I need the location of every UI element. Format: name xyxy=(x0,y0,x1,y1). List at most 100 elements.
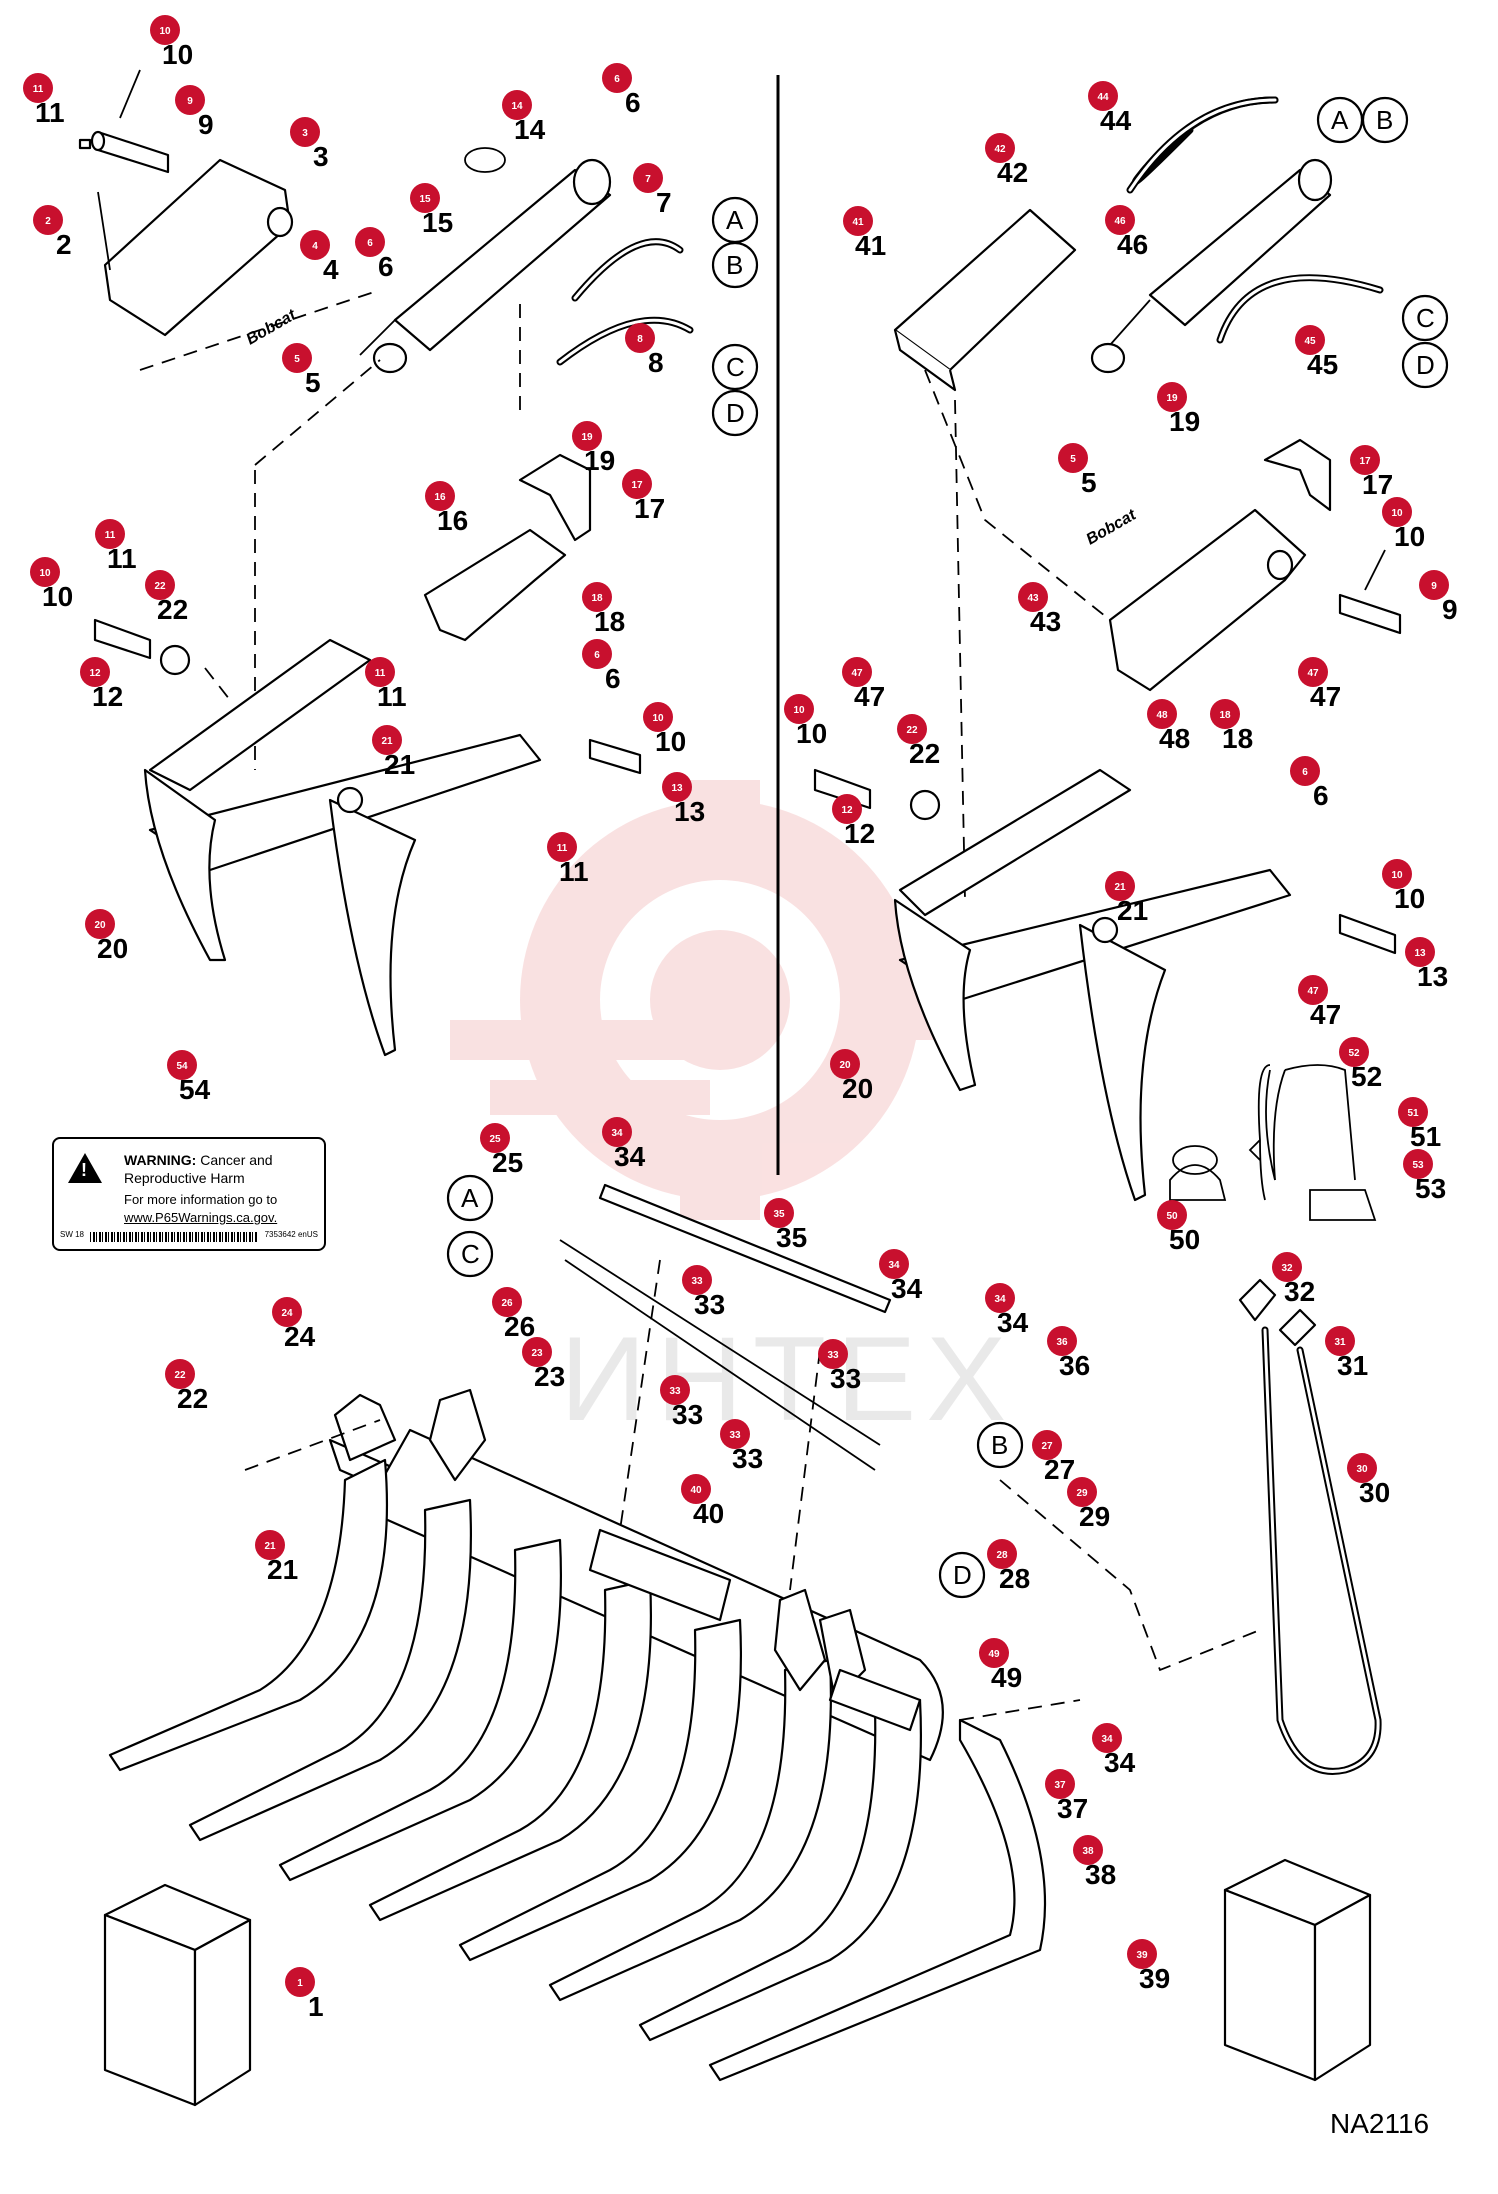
bracket-17-left xyxy=(518,453,592,542)
callout-disc-11 xyxy=(547,832,577,862)
callout-label-9: 9 xyxy=(1442,594,1458,625)
warning-triangle-icon xyxy=(68,1153,102,1183)
callout-number-22: 22 xyxy=(154,581,166,592)
warning-decal-54: WARNING: Cancer and Reproductive Harm Fo… xyxy=(52,1137,326,1251)
callout-disc-24 xyxy=(272,1297,302,1327)
callout-number-13: 13 xyxy=(671,783,683,794)
callout-number-20: 20 xyxy=(839,1060,851,1071)
callout-disc-22 xyxy=(145,570,175,600)
callout-disc-6 xyxy=(1290,756,1320,786)
bracket-17-right xyxy=(1263,438,1332,512)
callout-disc-29 xyxy=(1067,1477,1097,1507)
callout-disc-48 xyxy=(1147,699,1177,729)
callout-number-10: 10 xyxy=(793,705,805,716)
callout-disc-10 xyxy=(1382,497,1412,527)
callout-4: 44 xyxy=(300,230,339,285)
callout-disc-15 xyxy=(410,183,440,213)
callout-label-4: 4 xyxy=(323,254,339,285)
callout-number-24: 24 xyxy=(281,1308,293,1319)
callout-disc-30 xyxy=(1347,1453,1377,1483)
callout-number-9: 9 xyxy=(1431,581,1437,592)
callout-disc-32 xyxy=(1272,1252,1302,1282)
callout-number-21: 21 xyxy=(381,736,393,747)
callout-disc-20 xyxy=(830,1049,860,1079)
callout-number-13: 13 xyxy=(1414,948,1426,959)
callout-disc-8 xyxy=(625,323,655,353)
callout-disc-23 xyxy=(522,1337,552,1367)
callout-disc-10 xyxy=(1382,859,1412,889)
callout-disc-6 xyxy=(602,63,632,93)
callout-number-10: 10 xyxy=(1391,508,1403,519)
warning-footer-left: SW 18 xyxy=(60,1230,85,1239)
callout-disc-4 xyxy=(300,230,330,260)
callout-label-6: 6 xyxy=(605,663,621,694)
connector-d-lower: D xyxy=(953,1560,972,1590)
callout-number-7: 7 xyxy=(645,174,651,185)
callout-disc-6 xyxy=(582,639,612,669)
callout-disc-34 xyxy=(1092,1723,1122,1753)
callout-disc-5 xyxy=(1058,443,1088,473)
warning-signal-word: WARNING: xyxy=(124,1152,197,1168)
callout-number-27: 27 xyxy=(1041,1441,1053,1452)
warning-line2: Reproductive Harm xyxy=(124,1170,245,1186)
watermark-text: ИНТЕХ xyxy=(560,1312,1016,1446)
callout-number-10: 10 xyxy=(1391,870,1403,881)
warning-info: For more information go to www.P65Warnin… xyxy=(124,1191,277,1227)
callout-number-19: 19 xyxy=(581,432,593,443)
callout-number-10: 10 xyxy=(39,568,51,579)
callout-disc-31 xyxy=(1325,1326,1355,1356)
callout-number-5: 5 xyxy=(1070,454,1076,465)
callout-number-8: 8 xyxy=(637,334,643,345)
callout-disc-47 xyxy=(1298,975,1328,1005)
connector-c-lower: C xyxy=(461,1239,480,1269)
callout-number-6: 6 xyxy=(594,650,600,661)
callout-disc-19 xyxy=(572,421,602,451)
callout-disc-3 xyxy=(290,117,320,147)
callout-disc-18 xyxy=(1210,699,1240,729)
callout-8: 88 xyxy=(625,323,664,378)
callout-disc-13 xyxy=(1405,937,1435,967)
callout-number-52: 52 xyxy=(1348,1048,1360,1059)
callout-number-14: 14 xyxy=(511,101,523,112)
callout-number-20: 20 xyxy=(94,920,106,931)
right-upper-assembly: A B C D Bobcat xyxy=(893,96,1449,901)
callout-number-11: 11 xyxy=(105,530,116,541)
drawing-id: NA2116 xyxy=(1330,2108,1430,2139)
box-39 xyxy=(1223,1858,1372,2082)
callout-disc-20 xyxy=(85,909,115,939)
callout-disc-7 xyxy=(633,163,663,193)
callout-number-33: 33 xyxy=(669,1386,681,1397)
callout-disc-33 xyxy=(818,1339,848,1369)
callout-number-22: 22 xyxy=(906,725,918,736)
callout-9: 99 xyxy=(1419,570,1458,625)
